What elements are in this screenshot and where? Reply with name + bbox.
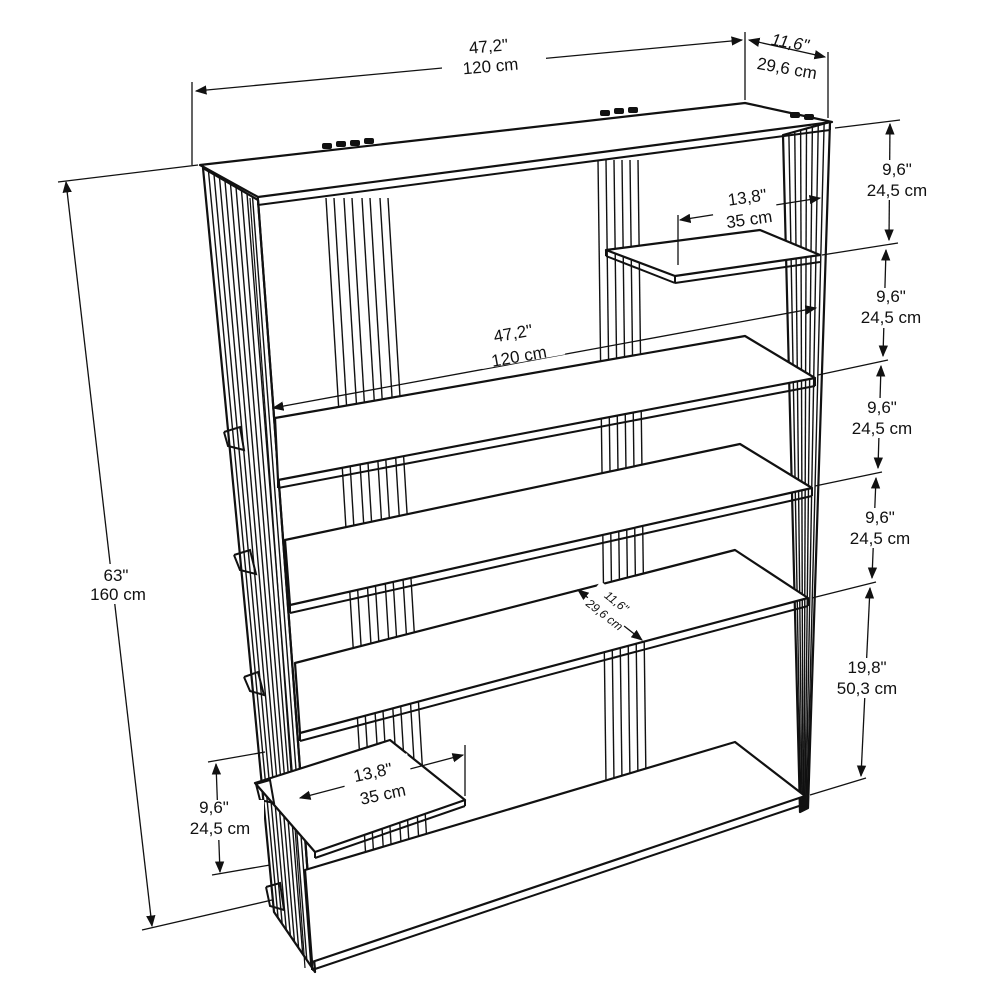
top-connectors (322, 107, 814, 149)
right-slat (803, 128, 808, 811)
bottom-small-shelf-height-label-cm: 24,5 cm (190, 819, 250, 838)
gap-2-label-in: 9,6" (876, 287, 906, 306)
gap-2-label-cm: 24,5 cm (861, 308, 921, 327)
height-label-cm: 160 cm (90, 585, 146, 604)
shelf-3 (293, 548, 810, 742)
top-panel (198, 101, 834, 199)
height-label-in: 63" (104, 566, 129, 585)
gap-4-label-cm: 24,5 cm (850, 529, 910, 548)
back-slat (597, 159, 607, 783)
right-slat (805, 125, 819, 810)
gap-4-label-in: 9,6" (865, 508, 895, 527)
bottom-gap-label-cm: 50,3 cm (837, 679, 897, 698)
depth-label-cm: 29,6 cm (756, 54, 819, 83)
right-slat (804, 126, 814, 810)
gap-3-label-cm: 24,5 cm (852, 419, 912, 438)
right-slat (806, 123, 825, 809)
left-slat (251, 196, 312, 967)
shelf-2 (283, 442, 814, 614)
gap-1-label-cm: 24,5 cm (867, 181, 927, 200)
gap-3-label-in: 9,6" (867, 398, 897, 417)
bottom-shelf (303, 740, 807, 971)
left-shelf-stubs (223, 425, 286, 912)
right-slat (799, 130, 804, 811)
width-label-in: 47,2" (468, 35, 509, 57)
top-small-shelf (604, 228, 822, 278)
depth-label-in: 11,6" (770, 30, 812, 55)
gap-1-label-in: 9,6" (882, 160, 912, 179)
bookshelf-drawing (198, 101, 834, 974)
bottom-small-shelf-height-label-in: 9,6" (199, 798, 229, 817)
width-label-cm: 120 cm (462, 55, 519, 79)
right-side-panel (781, 120, 832, 814)
bottom-gap-label-in: 19,8" (847, 658, 886, 677)
dimension-labels: 47,2" 120 cm 11,6" 29,6 cm 63" 160 cm 9,… (82, 30, 939, 840)
